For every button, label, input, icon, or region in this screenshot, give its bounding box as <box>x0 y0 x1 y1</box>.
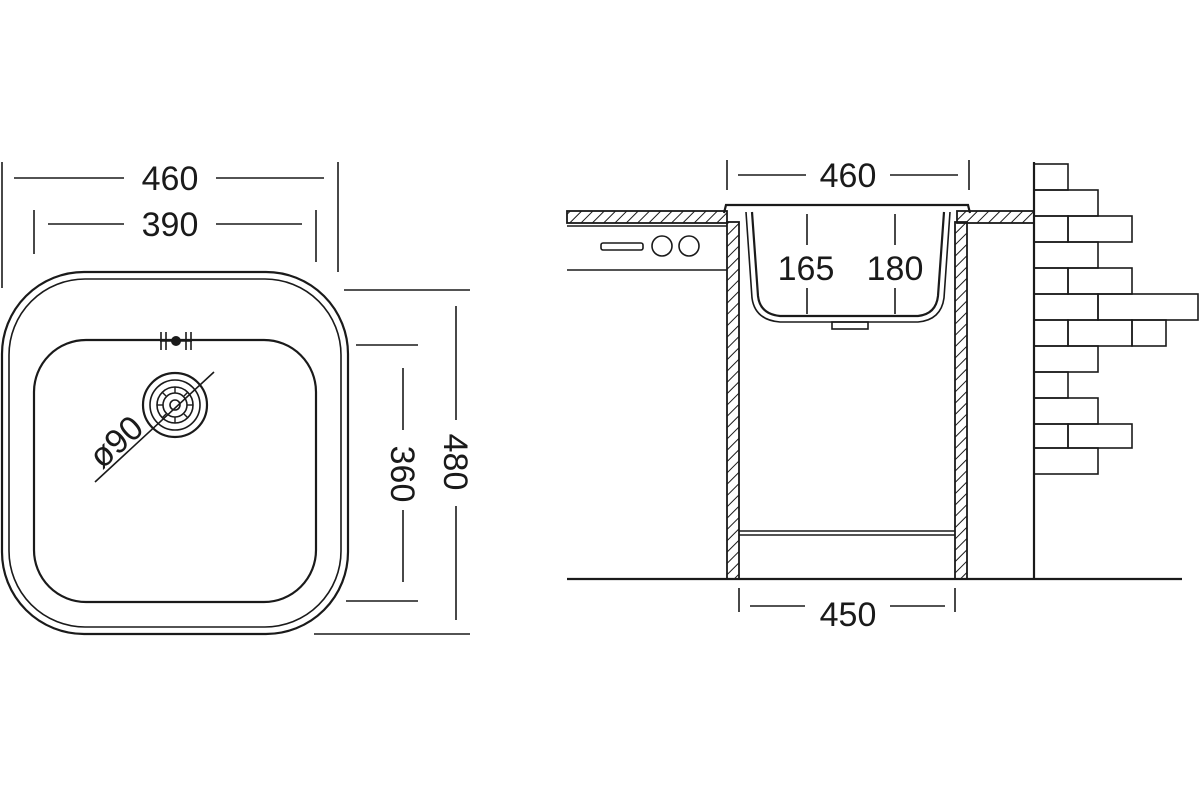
countertop-left <box>566 210 728 224</box>
bowl-depth-back-label: 180 <box>867 250 924 288</box>
cabinet-wall-right <box>954 221 968 580</box>
outer-depth-label: 480 <box>436 434 474 491</box>
inner-width-label: 390 <box>142 206 199 244</box>
bowl-depth-front-label: 165 <box>778 250 835 288</box>
sink-rim-section <box>722 203 972 214</box>
sink-outer-rim <box>0 270 350 636</box>
drain-fitting <box>831 321 869 330</box>
dim-inner-depth: 360 <box>346 344 421 602</box>
sink-bowl-section <box>750 211 946 318</box>
dim-outer-depth: 480 <box>314 289 474 635</box>
top-width-label: 460 <box>820 157 877 195</box>
drain-icon <box>141 371 209 439</box>
countertop-right <box>956 210 1035 224</box>
outer-width-label: 460 <box>142 160 199 198</box>
sink-rim-inner-edge <box>8 278 342 628</box>
cabinet-width-label: 450 <box>820 596 877 634</box>
inner-depth-label: 360 <box>383 446 421 503</box>
dim-inner-width: 390 <box>33 206 317 262</box>
dim-top-width: 460 <box>726 157 970 195</box>
side-view: 460 165 180 450 <box>566 157 1199 634</box>
drain-diameter-leader <box>94 371 215 483</box>
cabinet-wall-left <box>726 221 740 580</box>
dim-bowl-depths: 165 180 <box>778 214 924 314</box>
drain-diameter-label: ø90 <box>82 408 151 475</box>
dim-cabinet-width: 450 <box>738 588 956 634</box>
appliance-controls <box>600 235 700 257</box>
brick-wall <box>1033 163 1199 475</box>
dim-outer-width: 460 <box>1 160 339 288</box>
overflow-marker <box>160 332 192 350</box>
top-view: ø90 460 390 360 <box>0 160 474 636</box>
